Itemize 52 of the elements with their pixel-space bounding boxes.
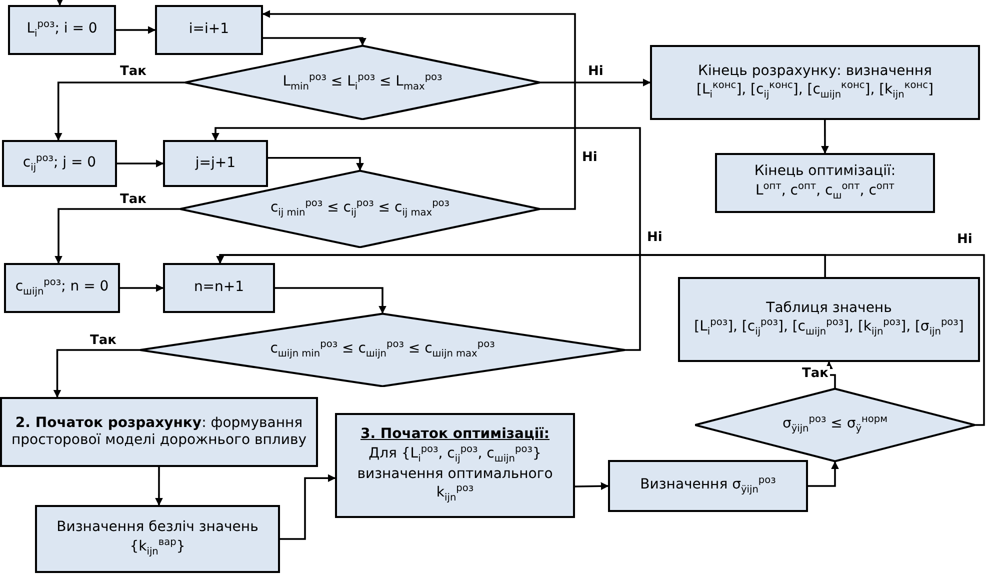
arrow [53, 349, 140, 398]
process-box [163, 140, 268, 187]
box-heading: Таблиця значень [766, 300, 892, 318]
arrow [54, 208, 180, 264]
arrow [216, 254, 826, 277]
arrow [540, 78, 651, 86]
process-box [0, 397, 318, 467]
arrow [116, 26, 156, 34]
arrow [120, 284, 164, 292]
arrow [117, 160, 164, 168]
process-box [35, 505, 280, 573]
decision-diamond [140, 313, 625, 387]
box-heading: Кінець оптимізації: [754, 163, 896, 181]
decision-diamond [185, 45, 540, 120]
arrow [154, 467, 163, 506]
box-heading: Кінець розрахунку: визначення [698, 62, 932, 80]
process-box [8, 5, 116, 55]
process-box [163, 263, 275, 313]
arrow [56, 0, 64, 6]
arrow [263, 37, 366, 46]
box-text: L$^{опт}$, c$^{опт}$, c$_{ш}$$^{опт}$, c$^{опт}$ [755, 180, 895, 203]
box-text: [L$_{i}$$^{конс}$], [c$_{ij}$$^{конс}$], [c$_{шijn}$$^{конс}$], [k$_{ijn}$$^{конс}$] [696, 80, 934, 102]
box-text: c$_{ij}$$^{роз}$; j = 0 [22, 152, 96, 174]
process-box [608, 460, 808, 512]
arrow [275, 287, 386, 314]
arrow [54, 82, 185, 141]
process-box [2, 140, 117, 187]
process-box [4, 263, 120, 313]
arrow [280, 474, 336, 540]
arrow [808, 461, 839, 487]
process-box [650, 45, 980, 120]
box-text: i=i+1 [188, 21, 230, 39]
box-text: [L$_{i}$$^{роз}$], [c$_{ij}$$^{роз}$], [c$_{шijn}$$^{роз}$], [k$_{ijn}$$^{роз}$], [σ$_{ijn}$$^{роз}$] [694, 317, 964, 340]
process-box [155, 5, 263, 55]
box-text: j=j+1 [195, 154, 236, 172]
arrow [262, 10, 576, 210]
process-box [678, 277, 980, 362]
box-text: n=n+1 [194, 279, 244, 297]
arrow [820, 120, 829, 154]
box-heading: 3. Початок оптимізації: [360, 426, 550, 444]
box-text: Визначення безліч значень {k$_{ijn}$$^{вар}$} [56, 519, 260, 559]
arrow [212, 127, 641, 351]
box-text: c$_{шijn}$$^{роз}$; n = 0 [15, 277, 109, 299]
decision-diamond [695, 388, 975, 462]
arrow [825, 361, 836, 388]
arrow [574, 482, 609, 490]
box-text: L$_{i}$$^{роз}$; i = 0 [26, 19, 98, 41]
process-box [335, 413, 575, 518]
decision-diamond [180, 170, 540, 248]
box-text: 2. Початок розрахунку: формування просторової моделі дорожнього впливу [10, 414, 308, 450]
process-box [715, 153, 935, 213]
arrow [268, 156, 364, 171]
